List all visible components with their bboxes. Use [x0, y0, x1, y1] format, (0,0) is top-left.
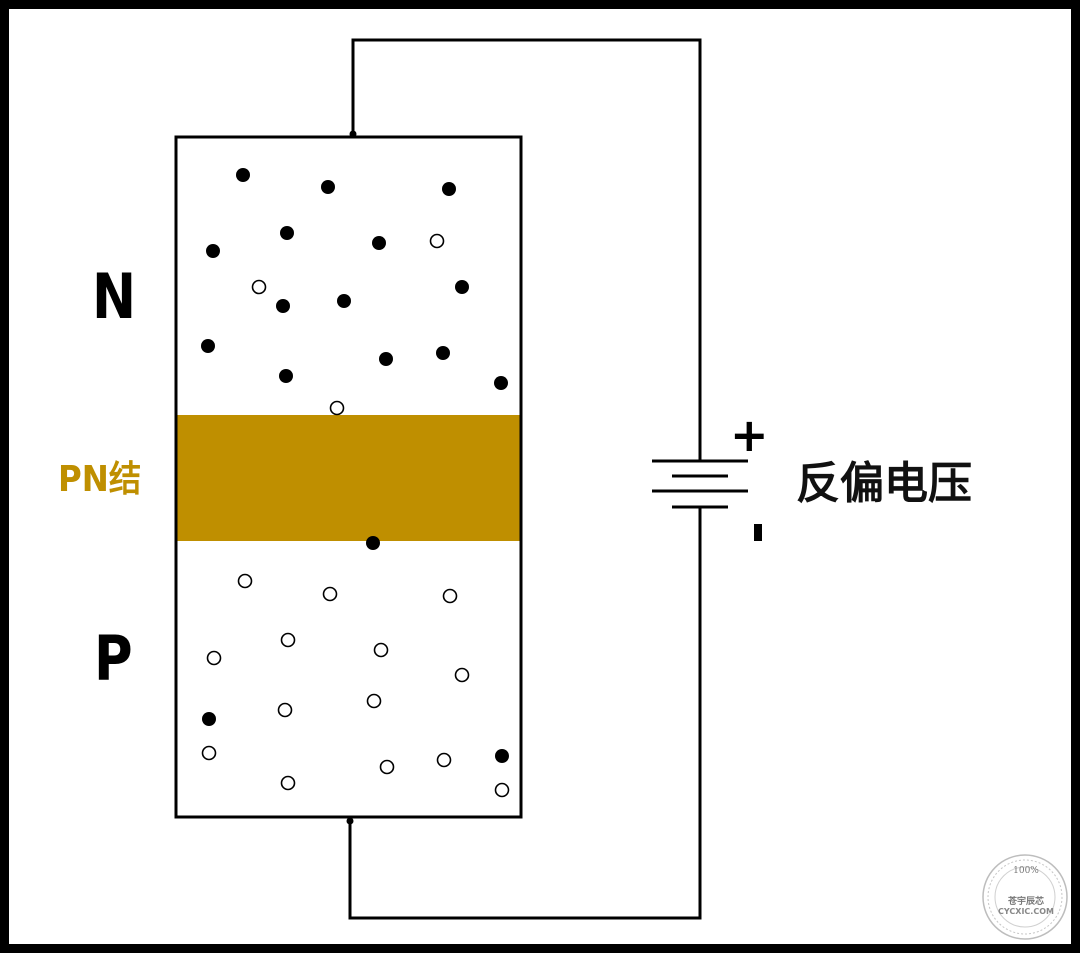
electron: [202, 712, 216, 726]
electron: [379, 352, 393, 366]
pn-junction-region: [176, 415, 521, 541]
hole: [237, 573, 253, 589]
n-region-carriers: [201, 168, 508, 416]
hole: [322, 586, 338, 602]
electron: [442, 182, 456, 196]
electron: [279, 369, 293, 383]
pn-junction-label: PN结: [58, 459, 142, 500]
hole: [436, 752, 452, 768]
bottom-contact-dot: [346, 817, 354, 825]
p-region-carriers: [201, 573, 510, 798]
hole: [442, 588, 458, 604]
hole: [373, 642, 389, 658]
electron: [280, 226, 294, 240]
electron: [206, 244, 220, 258]
electron: [494, 376, 508, 390]
hole: [366, 693, 382, 709]
watermark-percent: 100%: [1013, 866, 1039, 876]
hole: [379, 759, 395, 775]
bottom-wire: [348, 555, 702, 920]
junction-electron: [366, 536, 380, 550]
hole: [454, 667, 470, 683]
hole: [494, 782, 510, 798]
electron: [276, 299, 290, 313]
electron: [337, 294, 351, 308]
electron: [436, 346, 450, 360]
p-region-label: P: [94, 622, 133, 695]
hole: [251, 279, 267, 295]
watermark-seal-icon: [982, 854, 1068, 940]
plus-sign: +: [730, 408, 769, 462]
battery-icon: [652, 418, 748, 555]
hole: [280, 775, 296, 791]
hole: [329, 400, 345, 416]
n-region-label: N: [92, 260, 137, 333]
watermark-site: CYCXIC.COM: [998, 907, 1054, 916]
hole: [201, 745, 217, 761]
hole: [277, 702, 293, 718]
top-wire: [351, 38, 702, 418]
hole: [280, 632, 296, 648]
electron: [321, 180, 335, 194]
electron: [455, 280, 469, 294]
reverse-bias-voltage-label: 反偏电压: [796, 458, 972, 509]
electron: [495, 749, 509, 763]
hole: [206, 650, 222, 666]
minus-sign: [754, 524, 762, 541]
electron: [236, 168, 250, 182]
hole: [429, 233, 445, 249]
electron: [201, 339, 215, 353]
watermark-name: 苍宇辰芯: [1007, 897, 1044, 907]
electron: [372, 236, 386, 250]
